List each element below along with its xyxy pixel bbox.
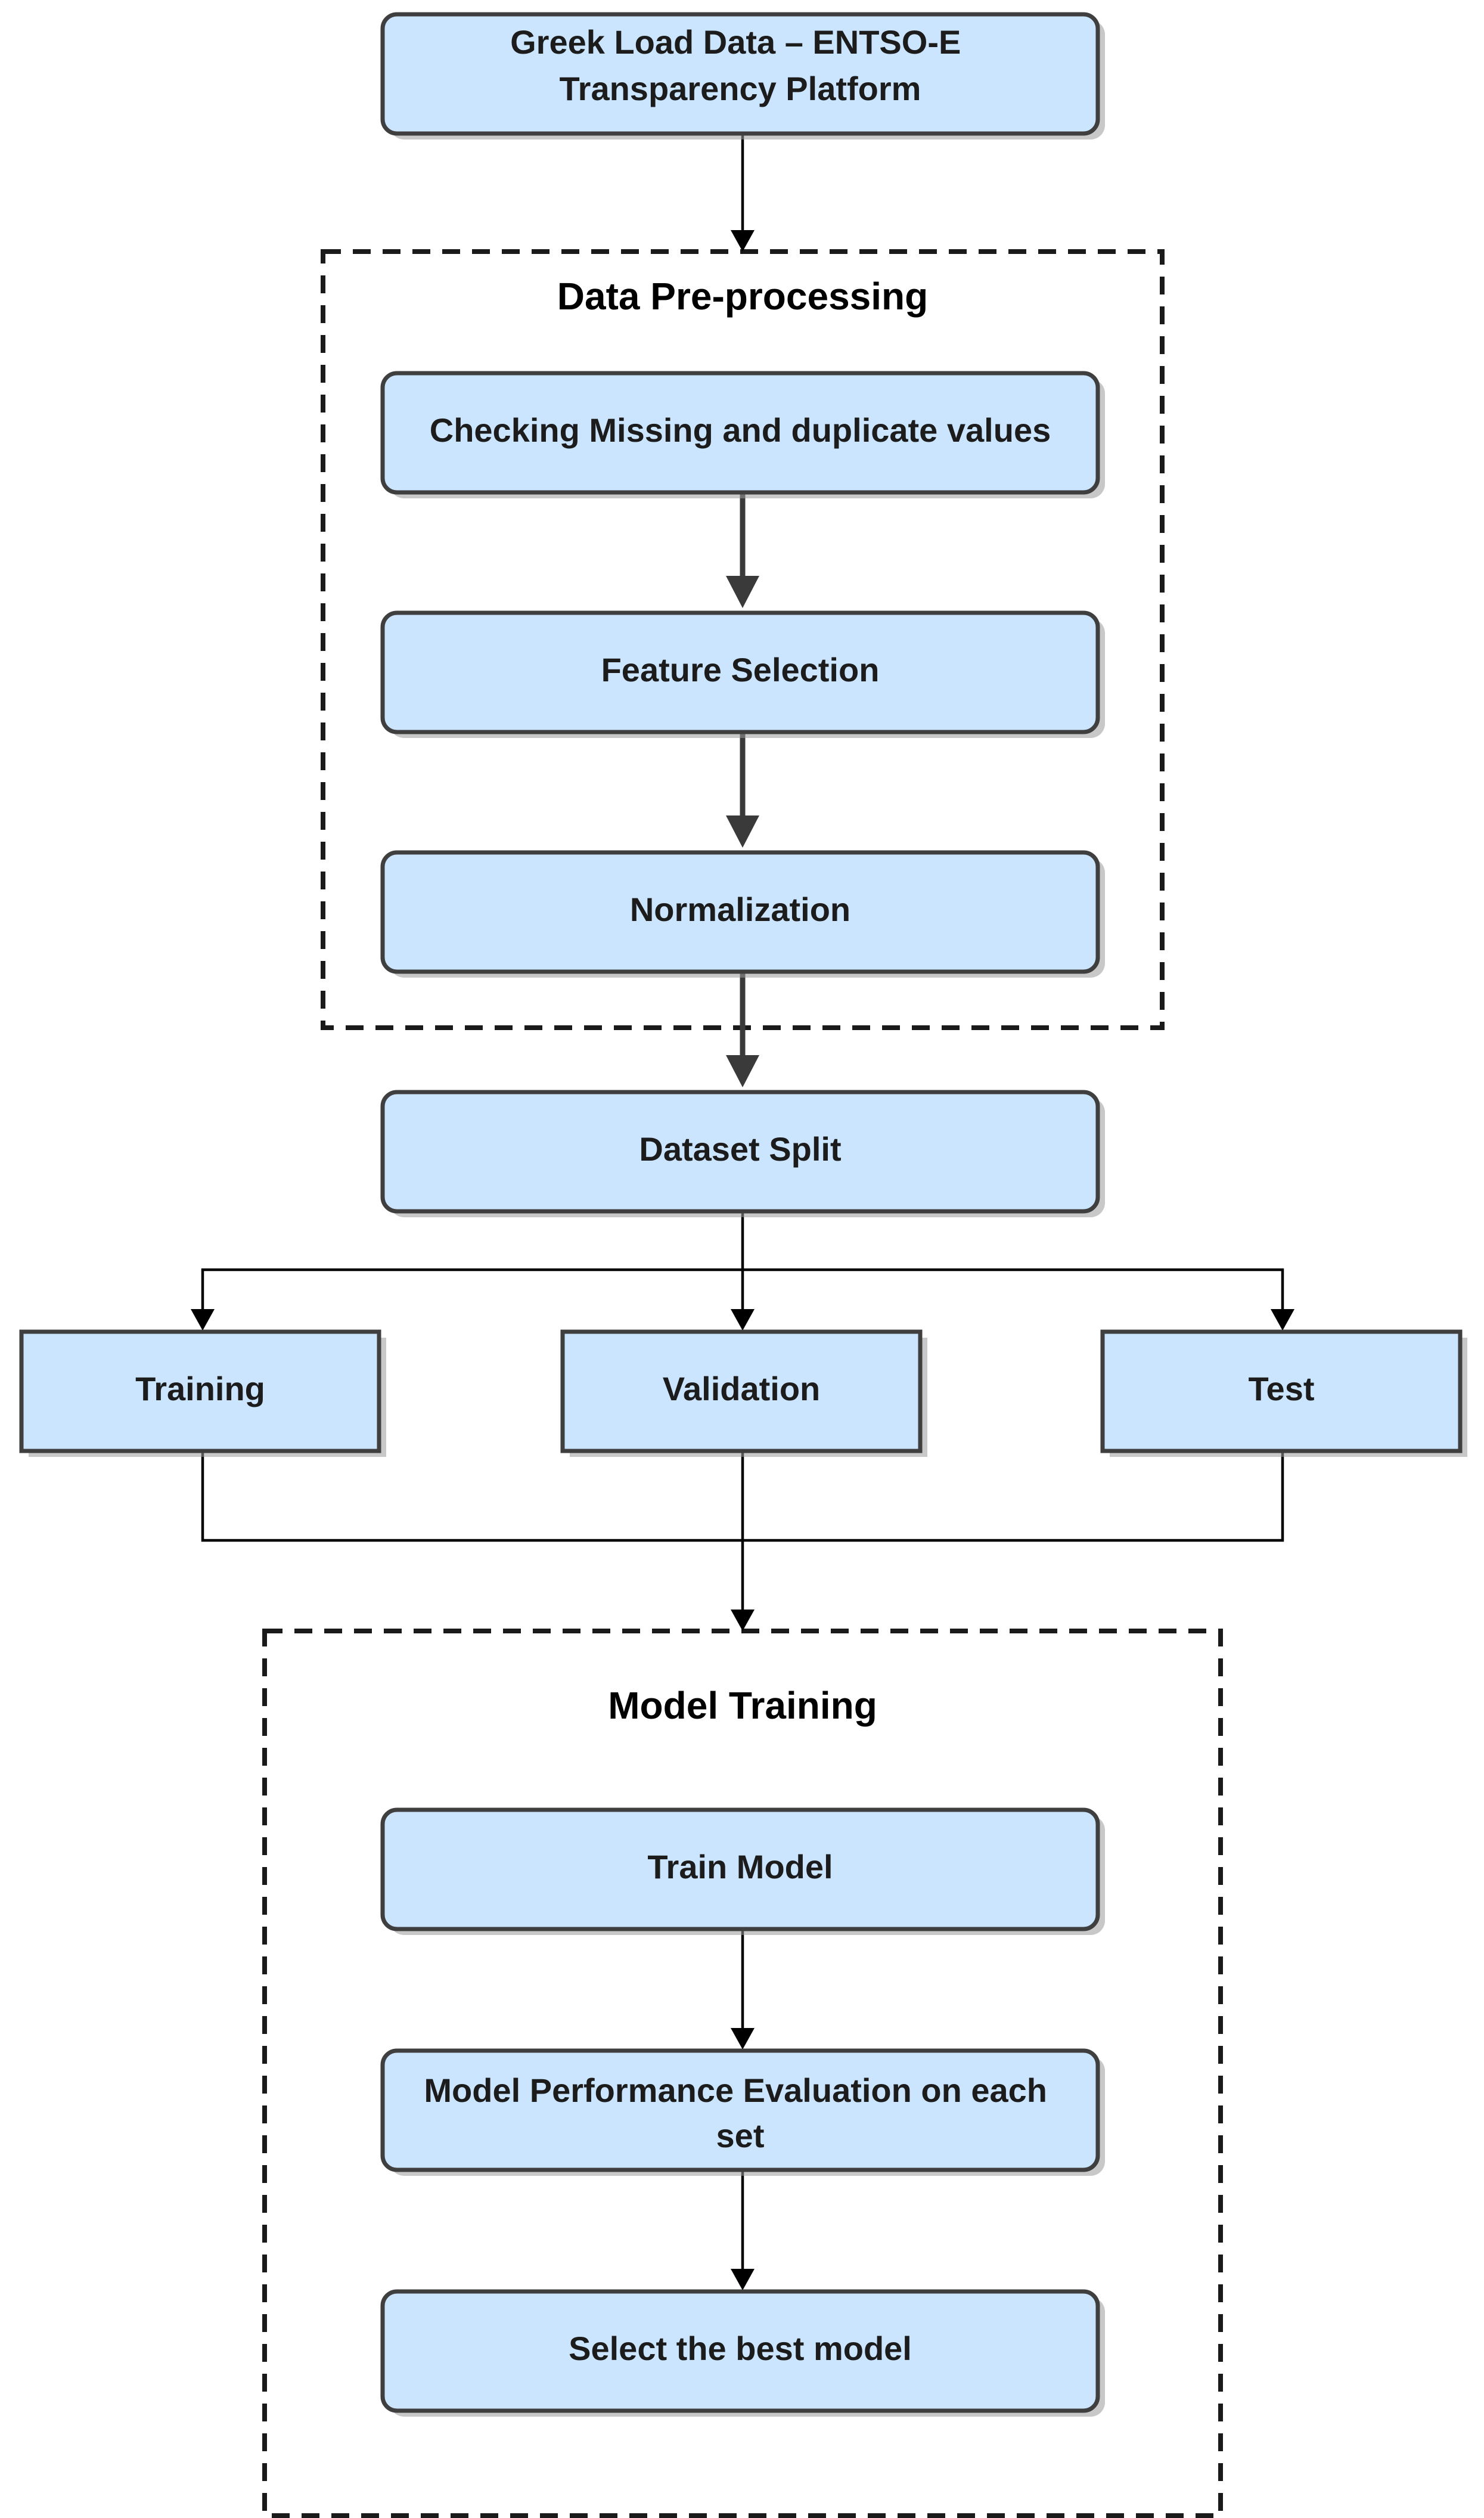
edge-missing-to-feature [726, 492, 759, 608]
node-missing-values-label: Checking Missing and duplicate values [430, 411, 1051, 449]
node-feature-selection-label: Feature Selection [601, 651, 880, 689]
node-dataset-split: Dataset Split [380, 1090, 1105, 1217]
node-evaluation: Model Performance Evaluation on each set [380, 2048, 1105, 2176]
arrowhead-test [1271, 1309, 1294, 1331]
node-normalization-label: Normalization [630, 891, 850, 928]
node-feature-selection: Feature Selection [380, 610, 1105, 738]
node-train-model: Train Model [380, 1807, 1105, 1935]
edge-evaluation-to-select [731, 2170, 755, 2290]
group-model-training-title: Model Training [608, 1684, 877, 1727]
node-validation-label: Validation [663, 1370, 821, 1407]
node-training-label: Training [135, 1370, 265, 1407]
node-evaluation-line-1: Model Performance Evaluation on each [424, 2072, 1047, 2109]
node-evaluation-label: Model Performance Evaluation on each set [424, 2072, 1056, 2154]
node-source-line-2: Transparency Platform [560, 70, 921, 107]
edge-split-to-sets [191, 1211, 1294, 1331]
node-select-best-label: Select the best model [569, 2330, 912, 2367]
edge-normalization-to-split [726, 972, 759, 1087]
node-validation: Validation [560, 1329, 927, 1457]
node-source-line-1: Greek Load Data – ENTSO-E [510, 23, 961, 61]
arrowhead-validation [731, 1309, 755, 1331]
edge-source-to-preprocessing [731, 134, 755, 252]
node-evaluation-line-2: set [716, 2117, 765, 2154]
node-test-label: Test [1249, 1370, 1315, 1407]
node-source-label: Greek Load Data – ENTSO-E Transparency P… [510, 23, 970, 107]
node-dataset-split-label: Dataset Split [639, 1130, 841, 1168]
node-train-model-label: Train Model [647, 1848, 833, 1886]
node-training: Training [19, 1329, 386, 1457]
edges [191, 134, 1294, 2290]
edge-feature-to-normalization [726, 732, 759, 848]
node-missing-values: Checking Missing and duplicate values [380, 371, 1105, 498]
node-select-best: Select the best model [380, 2289, 1105, 2417]
node-test: Test [1100, 1329, 1467, 1457]
edge-train-model-to-evaluation [731, 1929, 755, 2049]
arrowhead-training [191, 1309, 215, 1331]
edge-sets-to-model-training [201, 1451, 1284, 1631]
node-source: Greek Load Data – ENTSO-E Transparency P… [380, 12, 1105, 139]
node-normalization: Normalization [380, 850, 1105, 978]
group-preprocessing-title: Data Pre-processing [557, 275, 928, 318]
